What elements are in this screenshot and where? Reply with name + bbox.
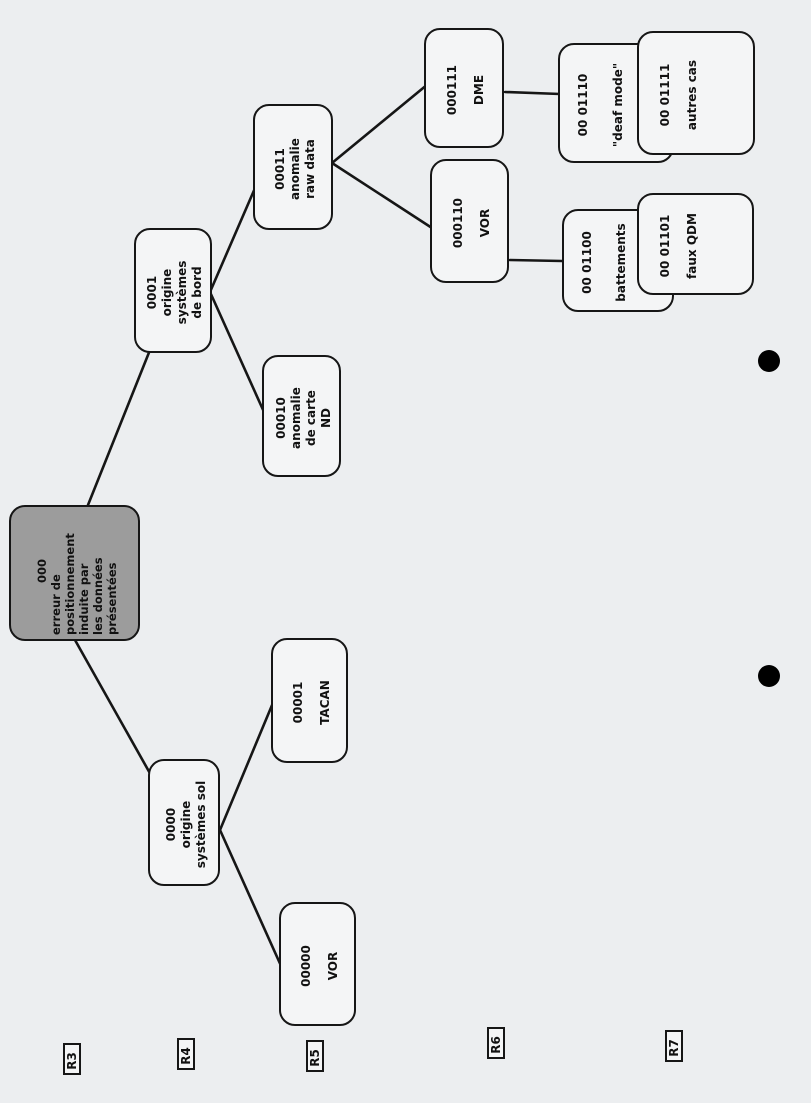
node-00010-line-1: anomalie xyxy=(288,387,303,449)
node-00011: 00011 anomalie raw data xyxy=(253,104,333,230)
node-000111-label: DME xyxy=(472,74,486,106)
node-0000-line-1: origine xyxy=(178,800,193,849)
node-0001111-code: 00 01111 xyxy=(658,63,672,127)
edge-0000-00001 xyxy=(218,696,277,832)
node-00011-line-2: raw data xyxy=(302,139,317,199)
edge-000111-001110 xyxy=(503,90,562,96)
punch-hole-bottom xyxy=(758,665,780,687)
level-label-r7: R7 xyxy=(667,1039,681,1057)
edge-0000-00000 xyxy=(218,828,284,970)
edge-000110-001100 xyxy=(508,258,564,263)
node-000110: 000110 VOR xyxy=(430,159,509,283)
node-0001101-code: 00 01101 xyxy=(658,214,672,278)
node-000110-code: 000110 xyxy=(450,197,465,249)
node-00010-line-3: ND xyxy=(318,408,333,429)
level-label-r6: R6 xyxy=(489,1036,503,1054)
level-label-r4: R4 xyxy=(179,1047,193,1065)
node-0001111-label: autres cas xyxy=(685,59,699,131)
node-0001-line-2: systèmes xyxy=(175,260,189,325)
node-00001-label: TACAN xyxy=(317,680,332,725)
node-0000-line-2: systèmes sol xyxy=(193,780,208,869)
level-label-r3: R3 xyxy=(65,1052,79,1070)
node-00011-code: 00011 xyxy=(272,148,287,190)
node-0001101-label: faux QDM xyxy=(685,213,699,279)
edge-00011-000111 xyxy=(330,82,430,165)
node-000111-code: 000111 xyxy=(445,64,459,116)
node-0001-line-1: origine xyxy=(160,268,174,317)
node-0000-code: 0000 xyxy=(163,807,178,842)
node-0001100-code: 00 01100 xyxy=(579,231,594,294)
node-0000: 0000 origine systèmes sol xyxy=(148,759,220,886)
node-000110-label: VOR xyxy=(477,208,492,238)
level-marker-r4: R4 xyxy=(177,1038,195,1070)
node-0001110-label: "deaf mode" xyxy=(611,62,625,148)
level-marker-r5: R5 xyxy=(306,1040,324,1072)
node-00001-code: 00001 xyxy=(290,681,305,724)
node-000111: 000111 DME xyxy=(424,28,504,148)
punch-hole-top xyxy=(758,350,780,372)
node-000-code: 000 xyxy=(34,559,49,584)
edge-00011-000110 xyxy=(330,161,434,230)
node-00000: 00000 VOR xyxy=(279,902,356,1026)
node-0001-code: 0001 xyxy=(145,275,159,310)
node-00000-code: 00000 xyxy=(298,945,313,987)
node-000-line-5: présentées xyxy=(104,562,119,635)
node-0001110-code: 00 01110 xyxy=(576,73,590,137)
edge-0001-00010 xyxy=(208,290,266,414)
node-0001111: 00 01111 autres cas xyxy=(637,31,755,155)
node-0001100-label: battements xyxy=(613,223,628,302)
node-00011-line-1: anomalie xyxy=(287,138,302,200)
node-000-line-4: les données xyxy=(90,557,105,635)
node-0001101: 00 01101 faux QDM xyxy=(637,193,754,295)
node-000-line-1: erreur de xyxy=(48,574,63,635)
node-000-root: 000 erreur de positionnement induite par… xyxy=(9,505,140,641)
node-00010-line-2: de carte xyxy=(303,390,318,446)
level-label-r5: R5 xyxy=(308,1049,322,1067)
node-00010: 00010 anomalie de carte ND xyxy=(262,355,341,477)
level-marker-r6: R6 xyxy=(487,1027,505,1059)
node-0001-line-3: de bord xyxy=(190,266,204,319)
level-marker-r3: R3 xyxy=(63,1043,81,1075)
node-0001: 0001 origine systèmes de bord xyxy=(134,228,212,353)
level-marker-r7: R7 xyxy=(665,1030,683,1062)
node-00000-label: VOR xyxy=(325,951,340,981)
node-000-line-3: induite par xyxy=(76,563,91,635)
node-00010-code: 00010 xyxy=(273,397,288,439)
node-000-line-2: positionnement xyxy=(62,533,77,635)
node-00001: 00001 TACAN xyxy=(271,638,348,763)
